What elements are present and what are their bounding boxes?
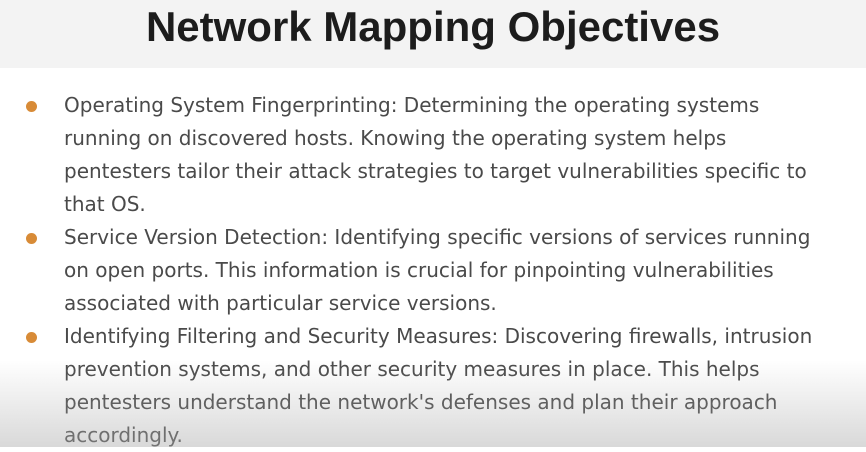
bullet-item: Identifying Filtering and Security Measu… [0, 320, 866, 452]
bullet-text: Identifying Filtering and Security Measu… [64, 324, 813, 447]
bullet-item: Service Version Detection: Identifying s… [0, 221, 866, 320]
bullet-text: Service Version Detection: Identifying s… [64, 225, 811, 315]
bullet-dot-icon [26, 332, 37, 343]
bullet-dot-icon [26, 101, 37, 112]
bullet-text: Operating System Fingerprinting: Determi… [64, 93, 807, 216]
bullet-dot-icon [26, 233, 37, 244]
slide-title: Network Mapping Objectives [145, 3, 721, 50]
bullet-item: Operating System Fingerprinting: Determi… [0, 89, 866, 221]
title-bar: Network Mapping Objectives [0, 0, 866, 68]
bullet-list: Operating System Fingerprinting: Determi… [0, 89, 866, 452]
